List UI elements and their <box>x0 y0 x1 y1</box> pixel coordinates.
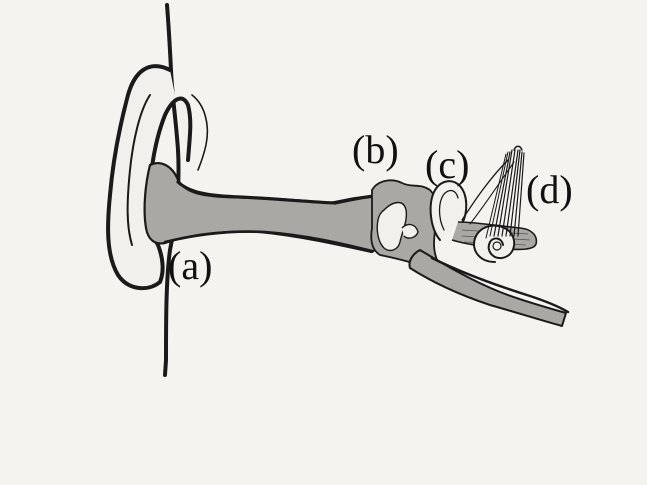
label-c: (c) <box>425 145 469 185</box>
label-a: (a) <box>168 246 212 286</box>
pinna-helix-thin <box>192 95 207 170</box>
label-b: (b) <box>352 130 399 170</box>
label-d: (d) <box>526 170 573 210</box>
cochlea <box>474 226 514 262</box>
stapes <box>402 225 418 239</box>
